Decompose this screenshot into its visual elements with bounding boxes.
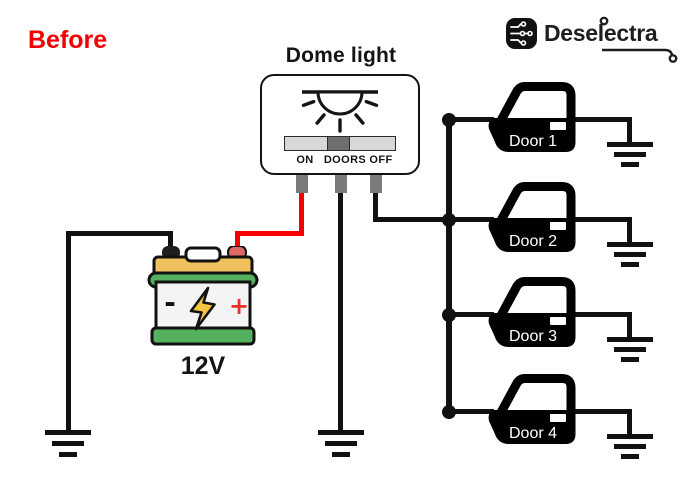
- switch-knob[interactable]: [327, 135, 350, 151]
- wire-positive-drop: [299, 193, 304, 236]
- terminal-doors: [335, 174, 347, 193]
- ground-icon: [318, 430, 364, 457]
- wire-door1-out: [574, 117, 632, 122]
- wire-door4-in: [449, 409, 494, 414]
- wire-off-terminal-drop: [373, 193, 378, 222]
- wire-door2-ground-stem: [627, 220, 632, 242]
- door-icon: Door 2: [488, 182, 576, 252]
- dome-light-title: Dome light: [285, 44, 397, 67]
- door-label: Door 2: [509, 233, 557, 250]
- terminal-off: [370, 174, 382, 193]
- before-label: Before: [28, 26, 108, 54]
- door-label: Door 3: [509, 328, 557, 345]
- switch-label-on: ON: [296, 154, 314, 166]
- wire-negative-riser: [168, 231, 173, 258]
- wire-negative-drop: [66, 231, 71, 430]
- junction-dot: [442, 308, 456, 322]
- wire-to-bus: [373, 217, 452, 222]
- door-icon: Door 1: [488, 82, 576, 152]
- wire-door1-in: [449, 117, 494, 122]
- junction-dot: [442, 113, 456, 127]
- wire-positive-run: [235, 231, 304, 236]
- wire-door1-ground-stem: [627, 120, 632, 142]
- junction-dot: [442, 405, 456, 419]
- circuit-chip-icon: [506, 18, 537, 49]
- wire-positive-to-battery: [235, 231, 240, 258]
- battery-icon: - +: [147, 246, 259, 346]
- wire-door3-out: [574, 312, 632, 317]
- door-label: Door 4: [509, 425, 557, 442]
- ground-icon: [607, 434, 653, 459]
- brand-name: Deselectra: [544, 20, 658, 46]
- dome-light-unit: ON DOORS OFF: [260, 74, 420, 175]
- wire-doors-terminal-drop: [338, 193, 343, 430]
- switch-label-doors: DOORS: [323, 154, 367, 166]
- ground-icon: [607, 242, 653, 267]
- terminal-on: [296, 174, 308, 193]
- battery-negative-symbol: -: [164, 286, 176, 319]
- battery-voltage-label: 12V: [180, 352, 226, 380]
- ground-icon: [607, 142, 653, 167]
- door-icon: Door 3: [488, 277, 576, 347]
- wire-door2-out: [574, 217, 632, 222]
- door-label: Door 1: [509, 133, 557, 150]
- switch-label-off: OFF: [369, 154, 393, 166]
- lamp-icon: [301, 90, 379, 133]
- wire-door3-ground-stem: [627, 315, 632, 337]
- wire-door4-out: [574, 409, 632, 414]
- wire-door4-ground-stem: [627, 412, 632, 434]
- ground-icon: [607, 337, 653, 362]
- dome-light-switch[interactable]: [284, 135, 396, 151]
- door-icon: Door 4: [488, 374, 576, 444]
- wire-door2-in: [449, 217, 494, 222]
- wire-door-bus: [446, 117, 452, 415]
- wire-negative-run: [66, 231, 173, 236]
- junction-dot: [442, 213, 456, 227]
- wire-door3-in: [449, 312, 494, 317]
- ground-icon: [45, 430, 91, 457]
- battery-positive-symbol: +: [229, 292, 249, 320]
- brand-logo: Deselectra: [506, 16, 678, 63]
